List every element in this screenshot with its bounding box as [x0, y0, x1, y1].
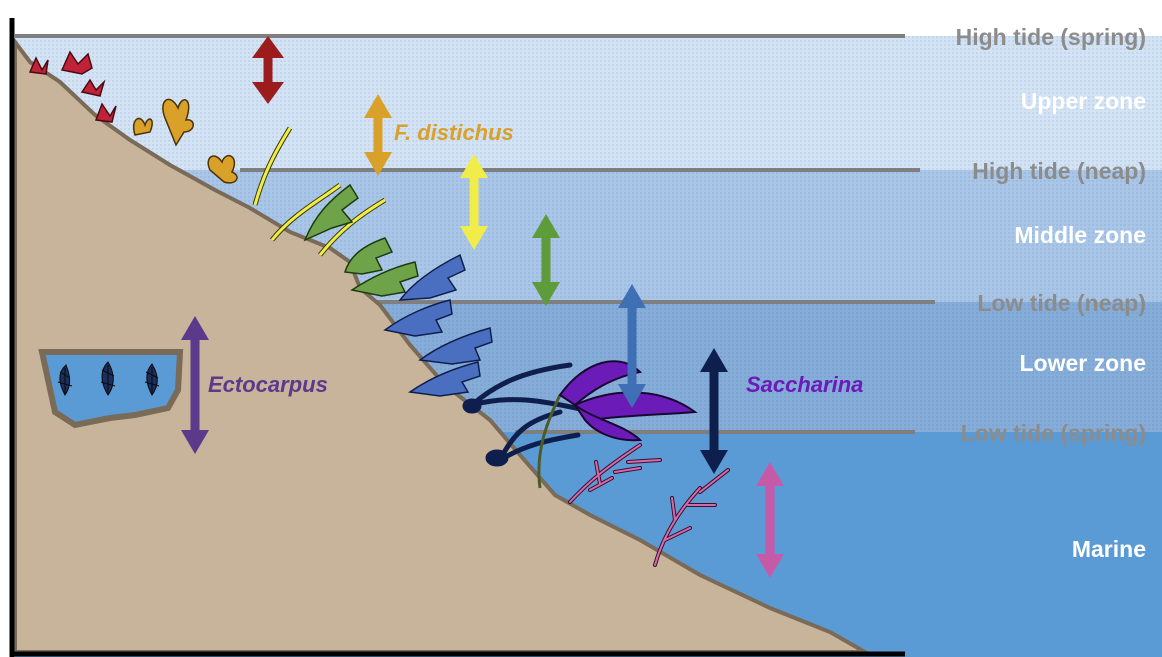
f-distichus-label: F. distichus: [394, 120, 514, 146]
upper-zone-label: Upper zone: [1021, 88, 1146, 115]
ectocarpus-label: Ectocarpus: [208, 372, 328, 398]
low-tide-neap-label: Low tide (neap): [977, 290, 1146, 317]
middle-zone-label: Middle zone: [1014, 222, 1146, 249]
lower-zone-label: Lower zone: [1019, 350, 1146, 377]
saccharina-label: Saccharina: [746, 372, 863, 398]
high-tide-spring-label: High tide (spring): [956, 24, 1146, 51]
low-tide-spring-label: Low tide (spring): [961, 420, 1146, 447]
marine-label: Marine: [1072, 536, 1146, 563]
high-tide-neap-label: High tide (neap): [972, 158, 1146, 185]
